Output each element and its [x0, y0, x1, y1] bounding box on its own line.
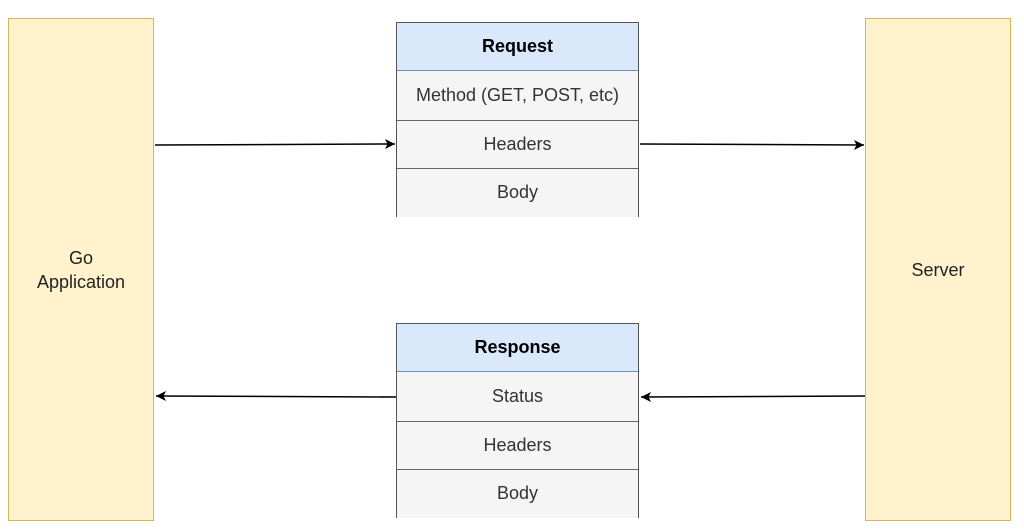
arrow-server-to-response: [640, 391, 866, 402]
server-block: Server: [865, 18, 1011, 521]
response-title: Response: [397, 324, 638, 372]
response-row-headers: Headers: [397, 420, 638, 469]
arrow-request-to-server: [639, 139, 865, 150]
request-rows: Method (GET, POST, etc) Headers Body: [397, 71, 638, 217]
go-application-label: Go Application: [36, 247, 126, 292]
response-rows: Status Headers Body: [397, 372, 638, 518]
request-row-body: Body: [397, 168, 638, 217]
arrow-app-to-request: [154, 139, 396, 150]
response-row-status: Status: [397, 372, 638, 421]
go-application-block: Go Application: [8, 18, 154, 521]
request-title: Request: [397, 23, 638, 71]
server-label: Server: [911, 259, 965, 280]
response-table: Response Status Headers Body: [396, 323, 639, 518]
arrow-response-to-app: [155, 391, 397, 402]
response-row-body: Body: [397, 469, 638, 518]
request-row-method: Method (GET, POST, etc): [397, 71, 638, 120]
request-row-headers: Headers: [397, 119, 638, 168]
request-table: Request Method (GET, POST, etc) Headers …: [396, 22, 639, 217]
